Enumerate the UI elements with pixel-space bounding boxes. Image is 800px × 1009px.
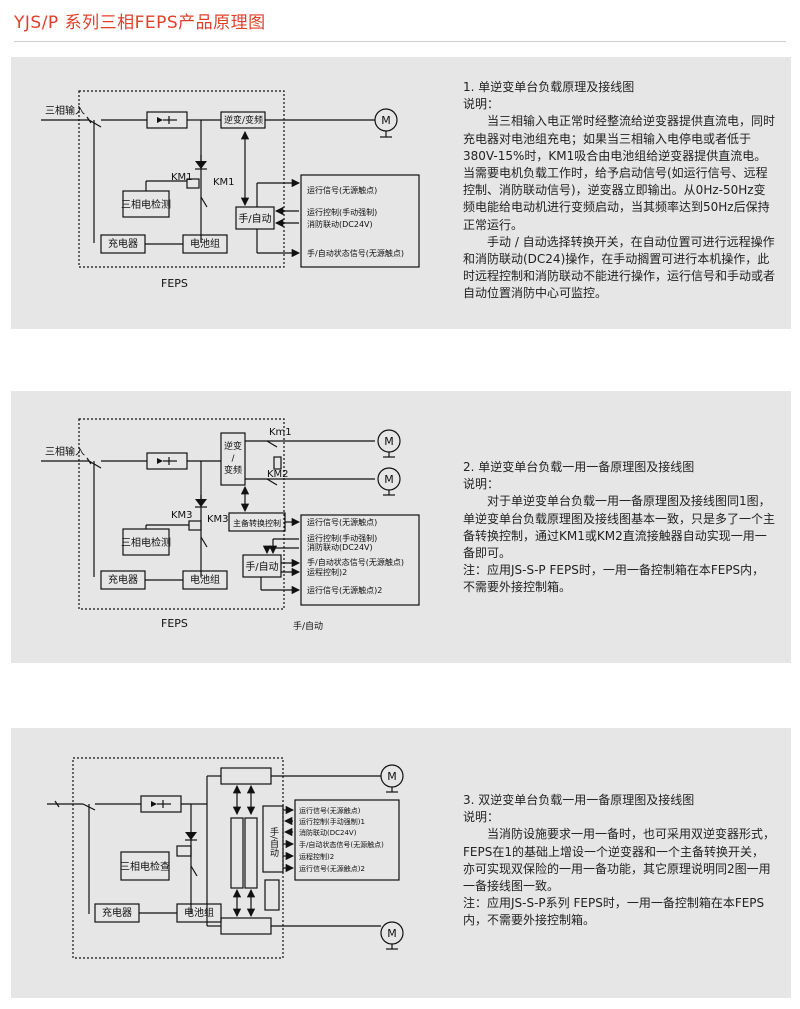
panel-2: 三相输入 逆变 / 变频 Km1 KM2 M M 主备转换控制 KM3 KM3 … <box>11 391 791 663</box>
sig-control: 运行控制(手动强制)1 <box>299 817 365 826</box>
charger-label: 充电器 <box>102 906 132 919</box>
panel-1: 三相输入 逆变/变频 M KM1 KM1 三相电检测 充电器 电池组 手/自动 … <box>11 57 791 329</box>
inverter-label-a: 逆变 <box>224 440 242 452</box>
feps-label: FEPS <box>161 277 188 290</box>
input-label: 三相输入 <box>45 445 85 458</box>
detect-box <box>120 851 170 881</box>
diagram-3: M M 三相电检查 充电器 电池组 手/自动 运行信号(无源触点) 运行控制(手… <box>47 757 404 959</box>
sig-run-2: 运行信号(无源触点)2 <box>299 864 365 873</box>
section-3-explain: 说明： <box>463 810 500 825</box>
inverter-label-b: 变频 <box>224 464 242 476</box>
auto-box <box>242 554 282 578</box>
signal-box <box>300 514 420 606</box>
section-3-para-2: 注：应用JS-S-P系列 FEPS时，一用一备控制箱在本FEPS内，不需要外接控… <box>463 896 765 928</box>
feps-label: FEPS <box>161 617 188 630</box>
section-2-title: 2. 单逆变单台负载一用一备原理图及接线图 <box>463 460 695 474</box>
km1-label-b: KM1 <box>213 177 235 188</box>
section-2-explain: 说明： <box>463 477 500 492</box>
km1-label-a: KM1 <box>171 172 193 183</box>
header-divider <box>14 41 786 42</box>
section-1-title: 1. 单逆变单台负载原理及接线图 <box>463 80 635 94</box>
sig-remote-2: 运程控制)2 <box>299 852 334 861</box>
input-label: 三相输入 <box>45 104 85 117</box>
description-2: 2. 单逆变单台负载一用一备原理图及接线图 说明： 对于单逆变单台负载一用一备原… <box>463 459 775 597</box>
km1-label: Km1 <box>269 427 292 438</box>
section-1-para-2: 手动 / 自动选择转换开关，在自动位置可进行远程操作和消防联动(DC24)操作，… <box>463 234 776 301</box>
inverter-sep: / <box>231 454 235 464</box>
charger-label: 充电器 <box>108 573 138 586</box>
auto-bottom-label: 手/自动 <box>293 620 323 632</box>
sig-auto-status: 手/自动状态信号(无源触点) <box>307 248 404 258</box>
sig-auto-status: 手/自动状态信号(无源触点) <box>299 840 384 849</box>
km3-label-a: KM3 <box>171 510 193 521</box>
sig-run: 运行信号(无源触点) <box>307 517 377 527</box>
description-3: 3. 双逆变单台负载一用一备原理图及接线图 说明： 当消防设施要求一用一备时，也… <box>463 792 775 930</box>
auto-label: 手/自动 <box>245 560 278 573</box>
inverter-a-box <box>220 767 272 785</box>
section-2-para-1: 对于单逆变单台负载一用一备原理图及接线图同1图，单逆变单台负载原理图及接线图基本… <box>463 494 776 561</box>
diagram-1: 三相输入 逆变/变频 M KM1 KM1 三相电检测 充电器 电池组 手/自动 … <box>41 90 420 290</box>
motor-b-label: M <box>387 927 397 940</box>
km3-label-b: KM3 <box>207 514 229 525</box>
section-2-para-2: 注：应用JS-S-P FEPS时，一用一备控制箱在本FEPS内，不需要外接控制箱… <box>463 563 765 595</box>
detect-label: 三相电检查 <box>120 860 170 873</box>
section-3-title: 3. 双逆变单台负载一用一备原理图及接线图 <box>463 793 695 807</box>
km2-label: KM2 <box>267 469 289 480</box>
description-1: 1. 单逆变单台负载原理及接线图 说明： 当三相输入电正常时经整流给逆变器提供直… <box>463 79 775 303</box>
battery-label: 电池组 <box>190 573 220 586</box>
section-1-para-1: 当三相输入电正常时经整流给逆变器提供直流电，同时充电器对电池组充电；如果当三相输… <box>463 114 776 232</box>
battery-label: 电池组 <box>190 237 220 250</box>
detect-label: 三相电检测 <box>121 198 171 211</box>
motor-a-label: M <box>387 770 397 783</box>
signal-box <box>300 174 420 268</box>
sig-auto-status: 手/自动状态信号(无源触点) <box>307 557 404 567</box>
inverter-label: 逆变/变频 <box>224 114 263 126</box>
sig-control: 运行控制(手动强制) <box>307 207 377 217</box>
diagram-2: 三相输入 逆变 / 变频 Km1 KM2 M M 主备转换控制 KM3 KM3 … <box>41 418 420 632</box>
auto-label: 手/自动 <box>238 212 271 225</box>
auto-box <box>262 805 284 873</box>
sig-control: 运行控制(手动强制) <box>307 533 377 543</box>
battery-label: 电池组 <box>184 906 214 919</box>
detect-label: 三相电检测 <box>121 536 171 549</box>
auto-label: 手/自动 <box>268 826 279 858</box>
section-3-para-1: 当消防设施要求一用一备时，也可采用双逆变器形式，FEPS在1的基础上增设一个逆变… <box>463 827 776 894</box>
section-1-explain: 说明： <box>463 97 500 112</box>
inverter-b-box <box>220 917 272 935</box>
switch-ctrl-label: 主备转换控制 <box>233 518 281 528</box>
page-title: YJS/P 系列三相FEPS产品原理图 <box>14 13 266 33</box>
sig-fire: 消防联动(DC24V) <box>307 219 373 229</box>
panel-3: M M 三相电检查 充电器 电池组 手/自动 运行信号(无源触点) 运行控制(手… <box>11 728 791 998</box>
motor-label: M <box>381 114 391 127</box>
motor-a-label: M <box>384 435 394 448</box>
sig-run: 运行信号(无源触点) <box>307 185 377 195</box>
sig-fire: 消防联动(DC24V) <box>307 542 373 552</box>
inverter-box <box>220 432 246 486</box>
charger-label: 充电器 <box>108 237 138 250</box>
motor-b-label: M <box>384 473 394 486</box>
sig-remote-2: 运程控制)2 <box>307 567 347 577</box>
feps-border <box>78 90 285 268</box>
sig-fire: 消防联动(DC24V) <box>299 828 357 837</box>
auto-box <box>235 206 275 230</box>
sig-run: 运行信号(无源触点) <box>299 806 361 815</box>
feps-border <box>78 418 285 610</box>
signal-box <box>294 799 400 881</box>
sig-run-2: 运行信号(无源触点)2 <box>307 585 382 595</box>
